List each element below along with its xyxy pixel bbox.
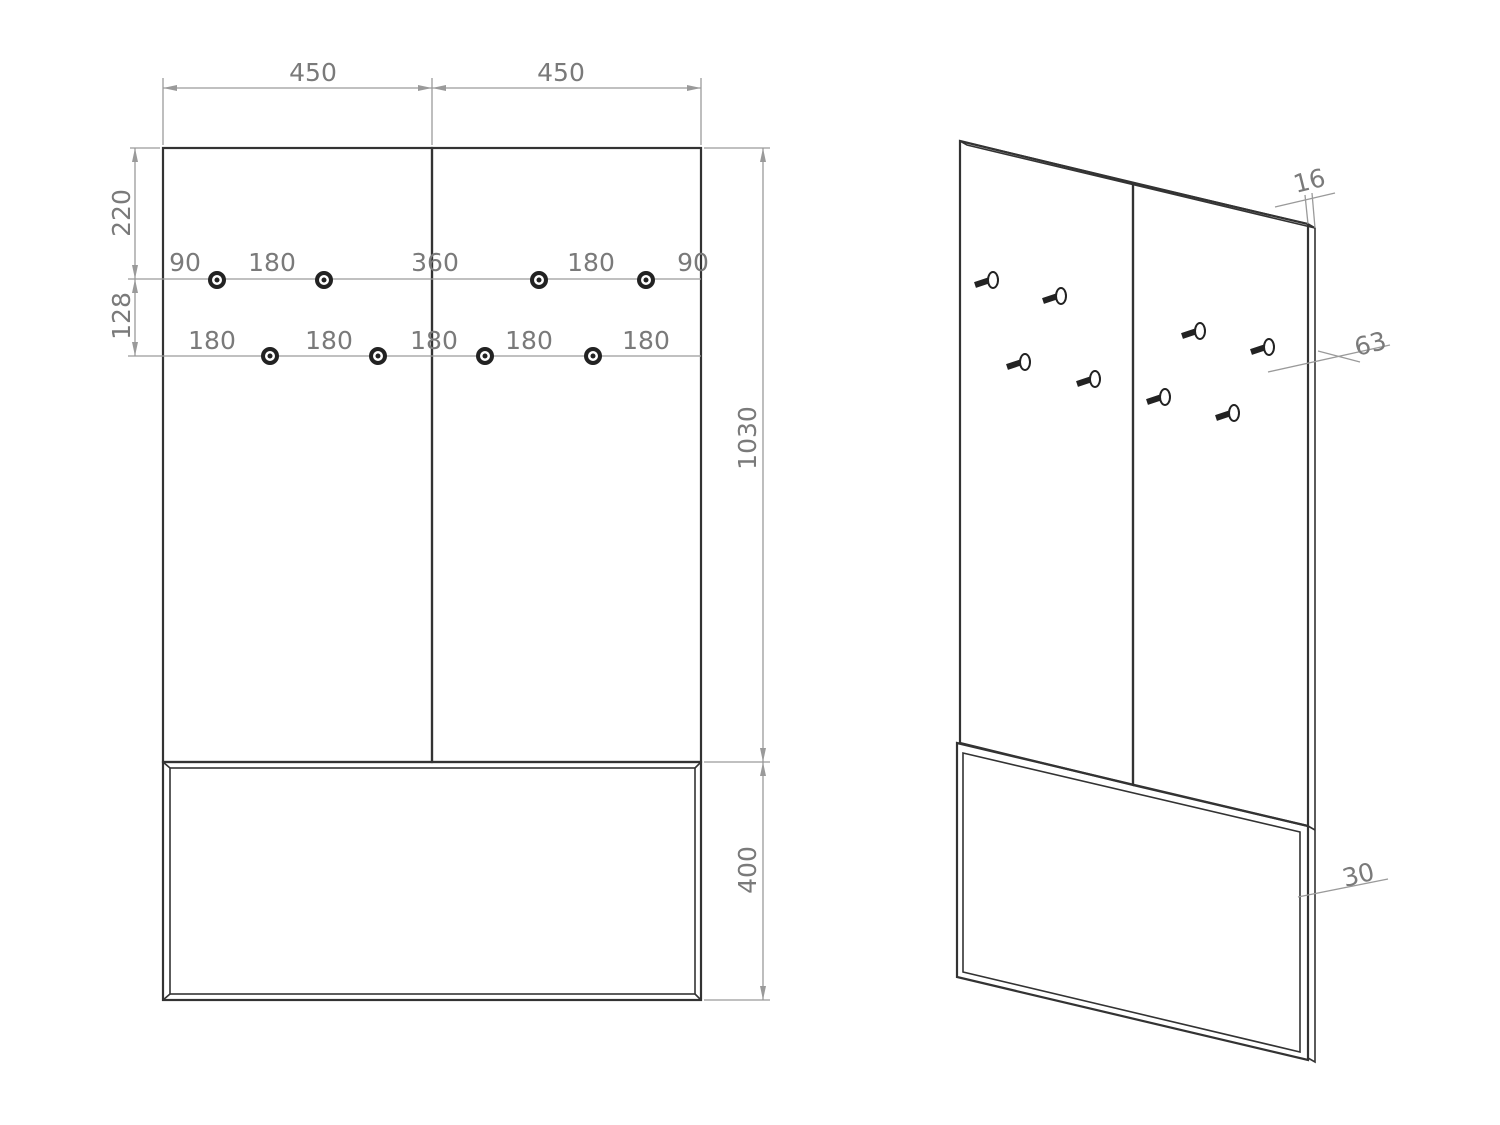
iso-panel-right <box>1131 181 1310 828</box>
iso-lower-frame-inner <box>962 751 1301 1054</box>
coat-hook-icon <box>476 347 494 365</box>
dim-row2-1: 180 <box>188 326 236 355</box>
dim-row1-3: 360 <box>411 248 459 277</box>
isometric-view: 16 63 30 <box>955 139 1391 1064</box>
coat-hook-icon <box>261 347 279 365</box>
dim-row2-4: 180 <box>505 326 553 355</box>
coat-hook-icon <box>315 271 333 289</box>
dim-ext-hook-depth <box>1317 350 1361 363</box>
coat-hook-icon <box>530 271 548 289</box>
coat-hook-icon <box>974 271 999 289</box>
dim-line-frame-depth <box>1297 878 1389 898</box>
dim-row1-2: 180 <box>248 248 296 277</box>
arrow <box>760 986 766 1000</box>
front-lower-frame-inner <box>169 767 696 995</box>
frame-corner-bl <box>162 993 171 1001</box>
front-panel-left <box>161 146 434 764</box>
coat-hook-icon <box>584 347 602 365</box>
dim-line-hook-depth <box>1267 344 1391 373</box>
dim-upper-height: 1030 <box>733 406 762 470</box>
arrow <box>132 148 138 162</box>
coat-hook-icon <box>1076 370 1101 388</box>
coat-hook-icon <box>1146 388 1171 406</box>
frame-corner-br <box>694 993 702 1001</box>
iso-panel-left <box>958 139 1135 787</box>
dim-hook-depth: 63 <box>1351 326 1389 362</box>
coat-hook-icon <box>1042 287 1067 305</box>
dim-lower-height: 400 <box>733 846 762 894</box>
dim-frame-depth: 30 <box>1339 857 1377 893</box>
dim-row1-1: 90 <box>169 248 201 277</box>
iso-frame-side <box>1307 825 1316 831</box>
dim-row-gap: 128 <box>107 292 136 340</box>
arrow <box>132 279 138 293</box>
dim-width-right: 450 <box>537 58 585 87</box>
dim-row2-3: 180 <box>410 326 458 355</box>
coat-hook-icon <box>1250 338 1275 356</box>
dim-ext-thickness-b <box>1311 192 1316 229</box>
iso-lower-frame-outer <box>955 741 1310 1062</box>
arrow <box>760 148 766 162</box>
dim-width-left: 450 <box>289 58 337 87</box>
arrow <box>432 85 446 91</box>
arrow <box>418 85 432 91</box>
front-lower-frame-outer <box>161 760 703 1002</box>
coat-hook-icon <box>637 271 655 289</box>
dim-row2-2: 180 <box>305 326 353 355</box>
coat-hook-icon <box>208 271 226 289</box>
coat-hook-icon <box>1181 322 1206 340</box>
front-view: 450 450 220 128 90 180 360 180 90 180 18… <box>107 58 770 1002</box>
arrow <box>163 85 177 91</box>
arrow <box>760 748 766 762</box>
arrow <box>132 342 138 356</box>
dim-ext-thickness-a <box>1304 194 1309 225</box>
dim-top-offset: 220 <box>107 189 136 237</box>
front-panel-right <box>430 146 703 764</box>
dim-row1-4: 180 <box>567 248 615 277</box>
arrow <box>760 762 766 776</box>
dim-thickness: 16 <box>1290 163 1328 199</box>
dim-row2-5: 180 <box>622 326 670 355</box>
dim-row1-5: 90 <box>677 248 709 277</box>
frame-corner-tr <box>694 761 702 769</box>
arrow <box>687 85 701 91</box>
coat-hook-icon <box>1215 404 1240 422</box>
coat-hook-icon <box>369 347 387 365</box>
frame-corner-tl <box>162 761 171 769</box>
coat-hook-icon <box>1006 353 1031 371</box>
arrow <box>132 265 138 279</box>
